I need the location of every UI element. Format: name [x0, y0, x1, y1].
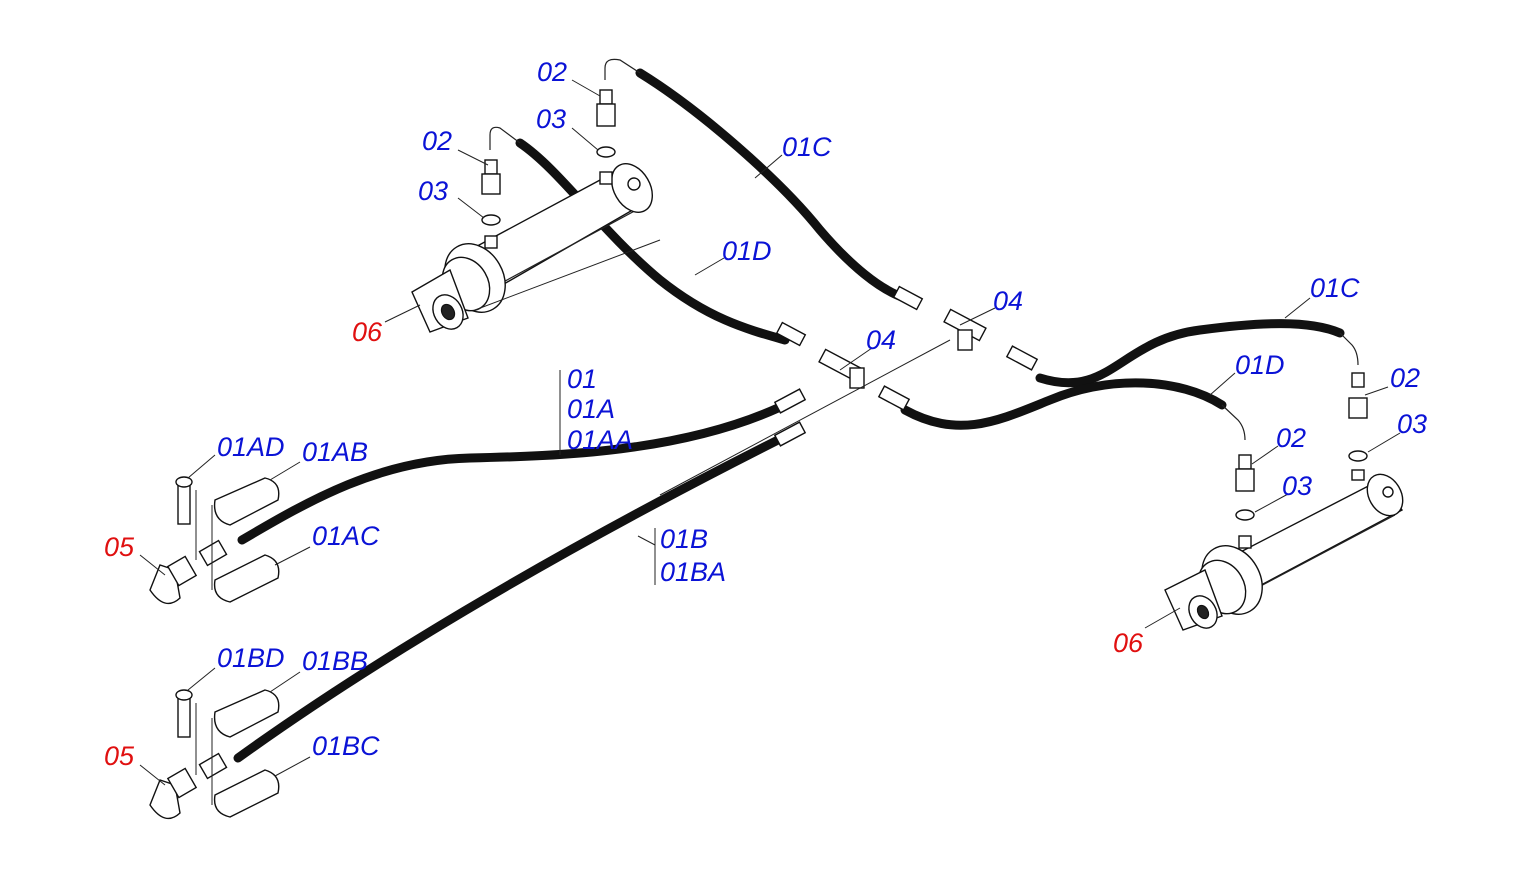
coupler-assembly-a — [149, 476, 280, 605]
callout-01d: 01D — [1235, 350, 1285, 380]
callout-02: 02 — [1276, 423, 1306, 453]
hose-01d-lower — [900, 378, 1227, 430]
callout-01ab: 01AB — [302, 437, 368, 467]
callout-01bc: 01BC — [312, 731, 380, 761]
fittings — [481, 58, 1368, 549]
callout-02: 02 — [1390, 363, 1420, 393]
callout-01a: 01A — [567, 394, 615, 424]
callout-01bd: 01BD — [217, 643, 285, 673]
centerline-upper-cylinder — [474, 239, 661, 311]
hose-01a — [237, 403, 783, 545]
callout-04: 04 — [993, 286, 1023, 316]
centerline-tee — [659, 339, 951, 496]
tee-fittings — [773, 285, 1039, 447]
callout-05: 05 — [104, 532, 135, 562]
callout-03: 03 — [1282, 471, 1312, 501]
callout-06: 06 — [1113, 628, 1144, 658]
hose-01c-upper — [635, 68, 910, 303]
callout-01c: 01C — [1310, 273, 1360, 303]
leader-lines — [139, 79, 1401, 786]
callout-labels: 02 03 02 03 01C 01D 06 04 04 01C 01D 02 … — [104, 57, 1427, 771]
hose-01b — [233, 435, 783, 763]
callout-01b: 01B — [660, 524, 708, 554]
callout-03: 03 — [418, 176, 448, 206]
callout-01d: 01D — [722, 236, 772, 266]
hydraulic-cylinder-lower — [1164, 473, 1404, 631]
callout-01aa: 01AA — [567, 425, 633, 455]
callout-01bb: 01BB — [302, 646, 368, 676]
hydraulic-cylinder-upper — [411, 163, 653, 333]
callout-03: 03 — [1397, 409, 1427, 439]
callout-01ad: 01AD — [217, 432, 285, 462]
callout-01ba: 01BA — [660, 557, 726, 587]
coupler-assembly-b — [149, 689, 280, 820]
hoses — [233, 68, 1345, 763]
hose-01d-upper — [515, 138, 790, 345]
callout-02: 02 — [537, 57, 567, 87]
callout-01: 01 — [567, 364, 597, 394]
hose-01c-lower — [1035, 319, 1345, 388]
callout-01c: 01C — [782, 132, 832, 162]
callout-01ac: 01AC — [312, 521, 380, 551]
callout-03: 03 — [536, 104, 566, 134]
callout-05: 05 — [104, 741, 135, 771]
callout-06: 06 — [352, 317, 383, 347]
callout-02: 02 — [422, 126, 452, 156]
callout-04: 04 — [866, 325, 896, 355]
